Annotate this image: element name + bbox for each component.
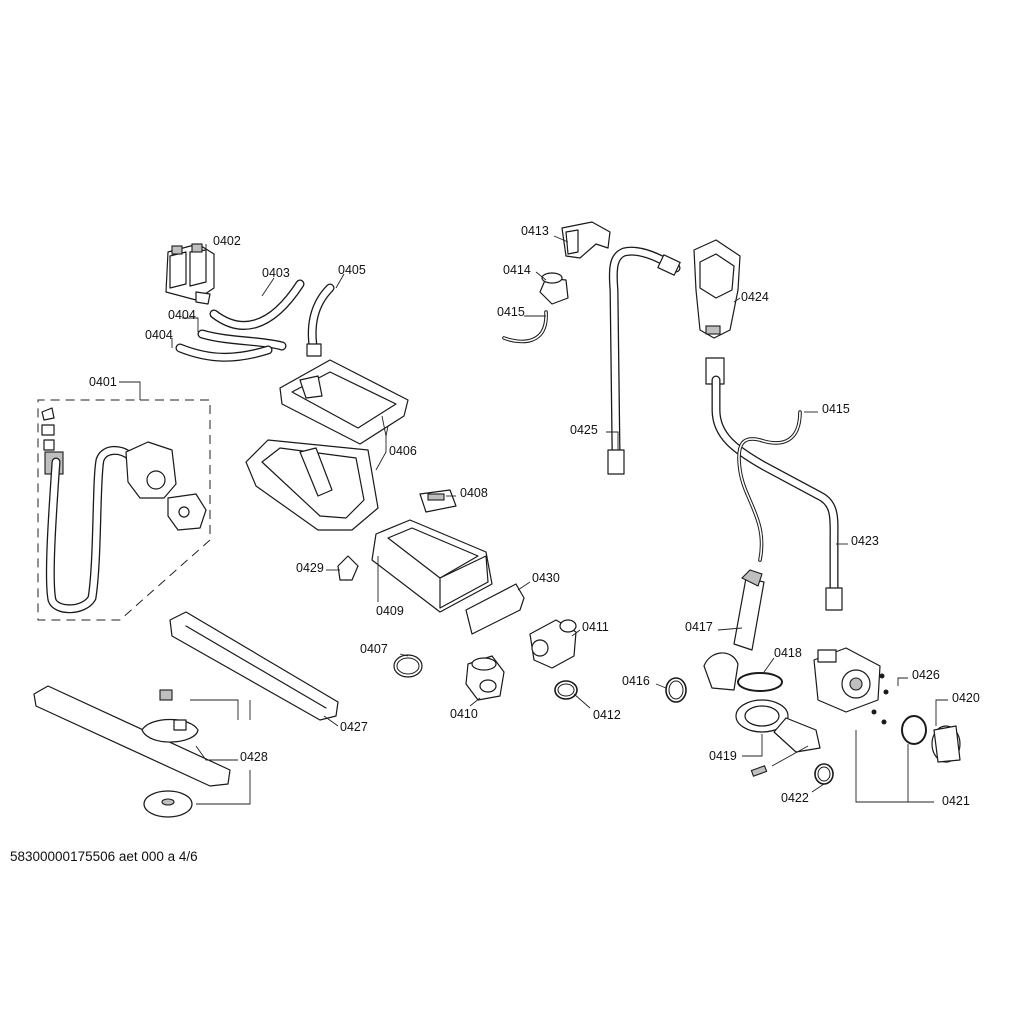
label-0409: 0409	[376, 604, 404, 618]
part-0404-hose-upper	[197, 329, 287, 351]
label-0404-lower: 0404	[145, 328, 173, 342]
label-0411: 0411	[582, 620, 609, 634]
label-0417: 0417	[685, 620, 713, 634]
label-0419: 0419	[709, 749, 737, 763]
part-0406-dispenser-housing	[245, 359, 409, 531]
label-0407: 0407	[360, 642, 388, 656]
label-0416: 0416	[622, 674, 650, 688]
part-0427-base-panel	[169, 611, 339, 721]
part-0411-hose-bellows	[529, 619, 577, 669]
part-0419-sump-hose	[735, 699, 821, 777]
part-0418-seal-ring	[737, 672, 783, 692]
label-0408: 0408	[460, 486, 488, 500]
part-0428-base-frame	[33, 685, 231, 818]
part-0401-inlet-hose-assembly	[37, 399, 211, 621]
part-0423-drain-hose	[705, 357, 843, 611]
part-0405-hose	[306, 283, 335, 357]
label-0418: 0418	[774, 646, 802, 660]
part-0415-tube-upper	[502, 310, 548, 344]
part-0424-air-chamber	[693, 239, 741, 339]
part-0407-hose-clamp	[393, 654, 423, 678]
leader-lines	[119, 235, 948, 805]
document-footer-id: 58300000175506 aet 000 a 4/6	[10, 849, 198, 864]
part-0404-hose-lower	[175, 343, 273, 362]
label-0423: 0423	[851, 534, 879, 548]
label-0426: 0426	[912, 668, 940, 682]
label-0401: 0401	[89, 375, 117, 389]
label-0420: 0420	[952, 691, 980, 705]
part-0409-dispenser-drawer	[371, 519, 493, 613]
label-0424: 0424	[741, 290, 769, 304]
label-0410: 0410	[450, 707, 478, 721]
part-0420-pump-assembly	[813, 647, 889, 725]
label-0403: 0403	[262, 266, 290, 280]
part-0430-drawer-handle	[465, 583, 525, 635]
label-0415-upper: 0415	[497, 305, 525, 319]
label-0415-lower: 0415	[822, 402, 850, 416]
label-0430: 0430	[532, 571, 560, 585]
label-0422: 0422	[781, 791, 809, 805]
part-0417-drain-hose	[703, 569, 765, 691]
part-0420-pump-filter	[931, 725, 961, 763]
part-0415-tube-lower	[737, 410, 802, 562]
part-0429-siphon-cap	[337, 555, 359, 581]
label-0404-upper: 0404	[168, 308, 196, 322]
part-0412-hose-clamp	[554, 680, 578, 700]
part-0410-hose-bellows	[465, 655, 505, 701]
part-0403-hose	[209, 279, 305, 330]
part-0421-seal	[901, 715, 927, 745]
label-0414: 0414	[503, 263, 531, 277]
label-0427: 0427	[340, 720, 368, 734]
part-0425-hose	[607, 246, 681, 475]
label-0405: 0405	[338, 263, 366, 277]
label-0406: 0406	[389, 444, 417, 458]
part-0416-hose-clamp	[665, 677, 687, 703]
label-0428: 0428	[240, 750, 268, 764]
label-0413: 0413	[521, 224, 549, 238]
part-0422-hose-clamp	[814, 763, 834, 785]
part-labels: 0401 0402 0403 0404 0404 0405 0406 0407 …	[89, 224, 980, 808]
part-0402-valve	[165, 243, 215, 305]
label-0402: 0402	[213, 234, 241, 248]
label-0421: 0421	[942, 794, 970, 808]
label-0429: 0429	[296, 561, 324, 575]
label-0412: 0412	[593, 708, 621, 722]
label-0425: 0425	[570, 423, 598, 437]
part-0408-cover	[419, 489, 457, 513]
part-0414-grommet	[539, 272, 569, 305]
part-0413-clip	[561, 221, 611, 259]
